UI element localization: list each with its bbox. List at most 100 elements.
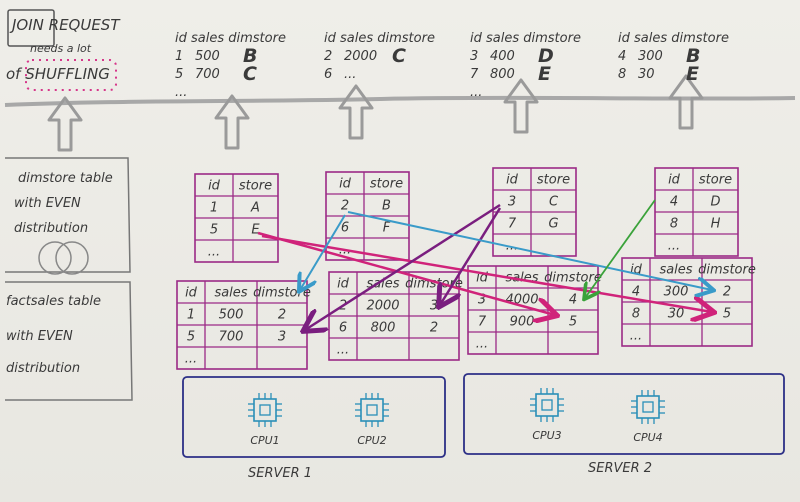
table-cell: 800 — [371, 320, 396, 335]
result-id: 5 — [175, 67, 183, 82]
table-cell: ... — [185, 351, 197, 366]
table-cell: 500 — [219, 307, 244, 322]
cpu-chip-icon — [631, 390, 665, 424]
table-cell: C — [549, 194, 559, 209]
server-1-box — [182, 376, 446, 458]
server-1-label: SERVER 1 — [248, 466, 312, 481]
dim-note-line2: with EVEN — [14, 196, 81, 211]
shuffle-arrows — [257, 199, 712, 330]
table-header-cell: id — [339, 176, 352, 191]
table-cell: ... — [630, 328, 642, 343]
table-header-cell: dimstore — [698, 262, 756, 277]
result-dimstore: E — [686, 63, 699, 85]
table-header-cell: dimstore — [253, 285, 311, 300]
cpu-chip-icon — [248, 393, 282, 427]
result-dimstore: D — [538, 45, 554, 67]
result-id: 4 — [618, 49, 626, 64]
title-line2: needs a lot — [30, 42, 92, 55]
result-id: 6 — [324, 67, 332, 82]
table-cell: 5 — [210, 222, 218, 237]
dim-note-line1: dimstore table — [18, 171, 113, 186]
table-header-cell: sales — [214, 285, 247, 300]
result-header: id sales dimstore — [618, 31, 729, 46]
arrow-3C-to-fact1 — [305, 203, 501, 330]
result-id: ... — [175, 85, 187, 100]
table-cell: 4 — [632, 284, 640, 299]
result-dimstore: B — [686, 45, 700, 67]
result-sales: 800 — [490, 67, 515, 82]
result-sales: ... — [344, 67, 356, 82]
dim-note-line3: distribution — [14, 221, 88, 236]
table-cell: 4 — [569, 292, 577, 307]
table-cell: 7 — [508, 216, 517, 231]
result-header: id sales dimstore — [324, 31, 435, 46]
fact-note-line1: factsales table — [6, 294, 101, 309]
result-id: 3 — [470, 49, 478, 64]
result-sales: 400 — [490, 49, 515, 64]
table-cell: 1 — [210, 200, 218, 215]
fact-note-frame — [5, 281, 133, 401]
table-cell: F — [383, 220, 391, 235]
cpu-label: CPU3 — [532, 429, 561, 442]
title-line3: of SHUFFLING — [6, 65, 110, 83]
table-header-cell: id — [185, 285, 198, 300]
table-cell: 8 — [670, 216, 678, 231]
result-sales: 500 — [195, 49, 220, 64]
result-dimstore: C — [392, 45, 406, 67]
arrow-5E-to-server4-fact — [261, 234, 712, 312]
table-cell: B — [382, 198, 391, 213]
up-arrow-icon — [47, 96, 83, 152]
fact-note-line3: distribution — [6, 361, 80, 376]
title-box — [7, 9, 55, 47]
table-cell: 2 — [278, 307, 286, 322]
result-dimstore: B — [243, 45, 257, 67]
result-dimstore: E — [538, 63, 551, 85]
result-id: 2 — [324, 49, 332, 64]
table-cell: A — [250, 200, 260, 215]
table-cell: 5 — [187, 329, 195, 344]
table-cell: 4 — [670, 194, 678, 209]
table-cell: 700 — [219, 329, 244, 344]
arrow-2B-to-fact4 — [347, 211, 712, 290]
table-cell: 3 — [278, 329, 286, 344]
table-cell: ... — [506, 238, 518, 253]
table-header-cell: id — [337, 276, 350, 291]
table-header-cell: store — [699, 172, 732, 187]
result-dimstore: C — [243, 63, 257, 85]
table-cell: E — [251, 222, 260, 237]
table-header-cell: sales — [659, 262, 692, 277]
divider-line — [4, 95, 796, 107]
table-header-cell: store — [370, 176, 403, 191]
table-cell: 5 — [569, 314, 577, 329]
table-cell: D — [710, 194, 720, 209]
result-sales: 2000 — [344, 49, 377, 64]
result-header: id sales dimstore — [470, 31, 581, 46]
table-cell: ... — [668, 238, 680, 253]
dim-note-frame — [5, 157, 131, 273]
result-sales: 700 — [195, 67, 220, 82]
shuffling-dotted-box — [25, 59, 117, 91]
table-cell: 30 — [668, 306, 685, 321]
table-cell: H — [711, 216, 721, 231]
table-cell: ... — [476, 336, 488, 351]
table-cell: 7 — [478, 314, 487, 329]
table-cell: 300 — [664, 284, 689, 299]
title-note: JOIN REQUEST needs a lot of SHUFFLING — [6, 9, 121, 91]
table-cell: 5 — [723, 306, 731, 321]
table-cell: ... — [337, 342, 349, 357]
table-cell: 2 — [723, 284, 731, 299]
result-id: 8 — [618, 67, 626, 82]
cpu-label: CPU2 — [357, 434, 386, 447]
server-2: SERVER 2 — [463, 373, 785, 476]
table-header-cell: store — [537, 172, 570, 187]
